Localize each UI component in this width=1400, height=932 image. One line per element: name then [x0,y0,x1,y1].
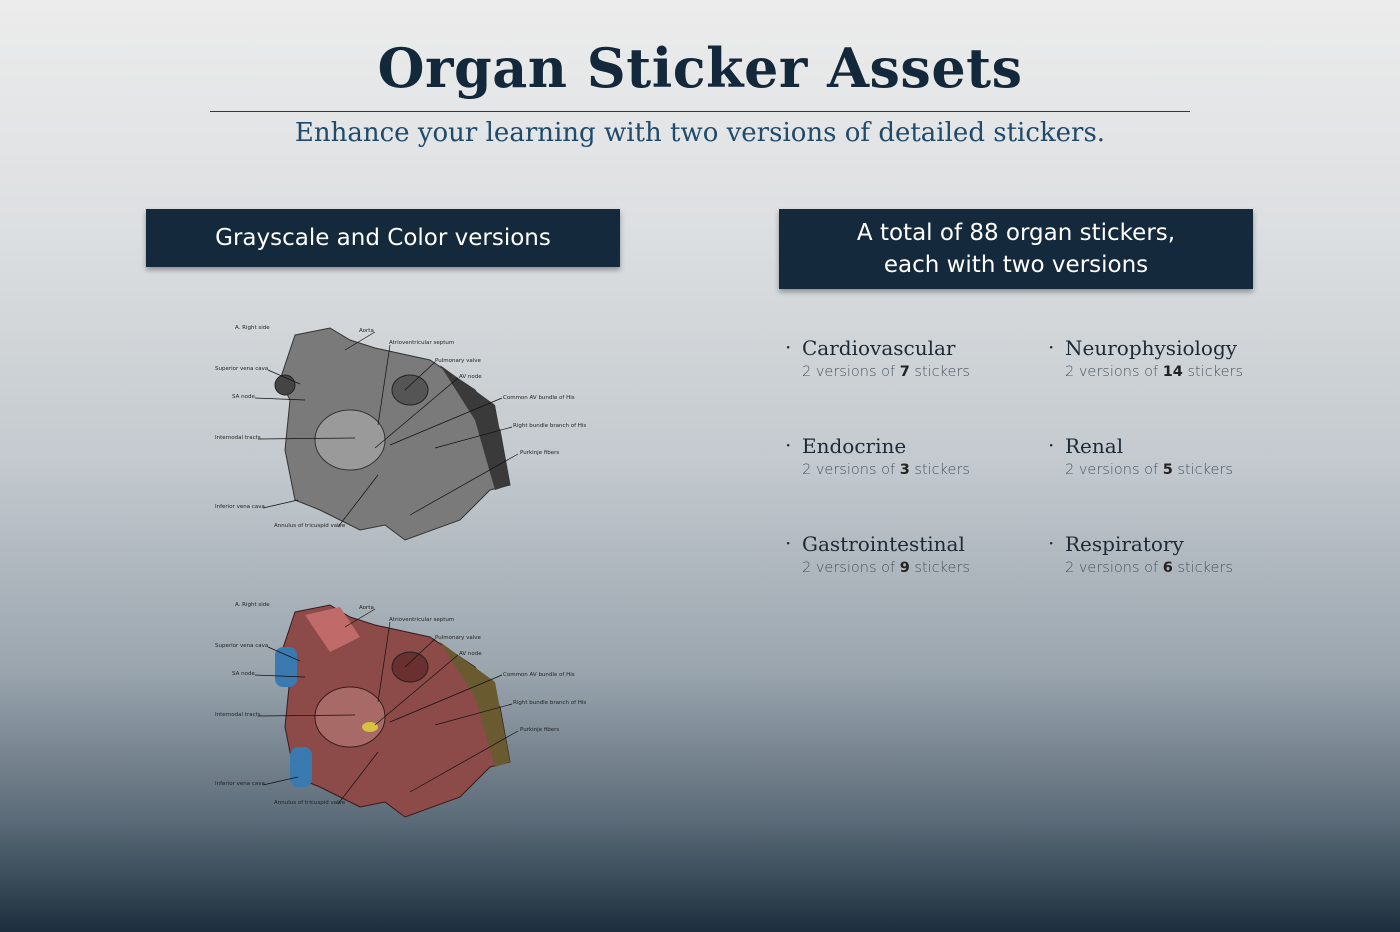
label-annulus: Annulus of tricuspid valve [274,800,346,806]
category-item: Gastrointestinal 2 versions of 9 sticker… [785,531,1025,576]
total-banner: A total of 88 organ stickers, each with … [779,209,1253,289]
category-count: 2 versions of 5 stickers [1065,462,1233,478]
label-aorta: Aorta [359,605,374,611]
total-banner-line1: A total of 88 organ stickers, [856,220,1176,246]
label-purkinje: Purkinje fibers [520,727,560,733]
label-annulus: Annulus of tricuspid valve [274,523,346,529]
versions-banner-text: Grayscale and Color versions [215,225,551,251]
category-count: 2 versions of 6 stickers [1065,560,1233,576]
label-av-node: AV node [459,374,482,380]
total-banner-line2: each with two versions [883,252,1149,278]
label-ivc: Inferior vena cava [215,504,265,510]
category-item: Respiratory 2 versions of 6 stickers [1048,531,1288,576]
grayscale-heart-sticker: A. Right side Aorta Atrioventricular sep… [210,320,590,550]
page-subtitle: Enhance your learning with two versions … [294,118,1106,148]
label-common-av-bundle: Common AV bundle of His [503,395,575,401]
label-svc: Superior vena cava [215,366,269,372]
page-title: Organ Sticker Assets [377,36,1023,100]
label-right-side: A. Right side [235,602,270,608]
category-item: Cardiovascular 2 versions of 7 stickers [785,335,1025,380]
category-name: Endocrine [785,433,1025,458]
label-pulmonary-valve: Pulmonary valve [435,358,481,364]
category-name: Renal [1048,433,1288,458]
label-sa-node: SA node [232,394,255,400]
category-item: Endocrine 2 versions of 3 stickers [785,433,1025,478]
label-av-node: AV node [459,651,482,657]
label-right-bundle: Right bundle branch of His [513,423,587,429]
title-divider [210,111,1190,112]
category-count: 2 versions of 3 stickers [802,462,970,478]
category-count: 2 versions of 7 stickers [802,364,970,380]
category-count: 2 versions of 14 stickers [1065,364,1244,380]
label-av-septum: Atrioventricular septum [389,340,455,346]
grayscale-heart-illustration [254,327,519,541]
label-internodal: Internodal tracts [215,712,261,718]
label-right-side: A. Right side [235,325,270,331]
label-purkinje: Purkinje fibers [520,450,560,456]
label-aorta: Aorta [359,328,374,334]
label-common-av-bundle: Common AV bundle of His [503,672,575,678]
category-item: Neurophysiology 2 versions of 14 sticker… [1048,335,1288,380]
color-heart-illustration [254,604,519,818]
category-name: Gastrointestinal [785,531,1025,556]
label-sa-node: SA node [232,671,255,677]
label-av-septum: Atrioventricular septum [389,617,455,623]
label-ivc: Inferior vena cava [215,781,265,787]
category-name: Respiratory [1048,531,1288,556]
label-pulmonary-valve: Pulmonary valve [435,635,481,641]
color-heart-sticker: A. Right side Aorta Atrioventricular sep… [210,597,590,827]
category-name: Cardiovascular [785,335,1025,360]
label-svc: Superior vena cava [215,643,269,649]
category-item: Renal 2 versions of 5 stickers [1048,433,1288,478]
category-count: 2 versions of 9 stickers [802,560,970,576]
label-right-bundle: Right bundle branch of His [513,700,587,706]
label-internodal: Internodal tracts [215,435,261,441]
versions-banner: Grayscale and Color versions [146,209,620,267]
category-name: Neurophysiology [1048,335,1288,360]
